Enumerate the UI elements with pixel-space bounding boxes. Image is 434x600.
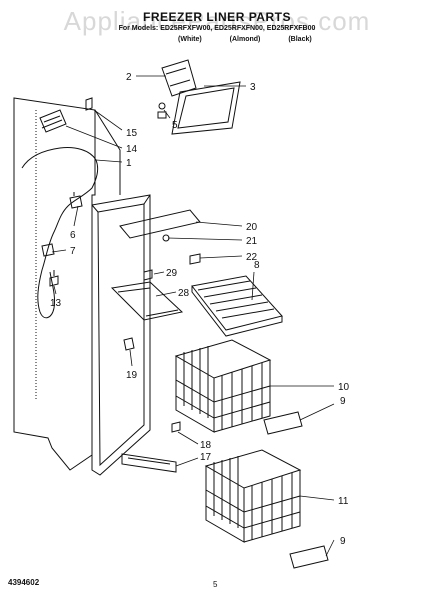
callout-3: 3 <box>250 82 256 93</box>
page-number: 5 <box>213 580 218 589</box>
frame-part-3 <box>171 81 241 135</box>
callout-2: 2 <box>126 72 132 83</box>
callout-9-lower: 9 <box>340 536 346 547</box>
diagram-title: FREEZER LINER PARTS <box>143 10 291 24</box>
lower-rail-part-17 <box>121 453 177 473</box>
color-black: (Black) <box>288 36 312 43</box>
clip-part-13 <box>49 270 59 287</box>
callout-29: 29 <box>166 268 178 279</box>
wire-basket-part-11 <box>204 449 302 543</box>
model-list: For Models: ED25RFXFW00, ED25RFXFN00, ED… <box>118 25 316 32</box>
callout-22: 22 <box>246 252 258 263</box>
document-number: 4394602 <box>8 578 40 587</box>
color-white: (White) <box>178 36 202 43</box>
callout-13: 13 <box>50 298 62 309</box>
callout-28: 28 <box>178 288 190 299</box>
color-list: (White) (Almond) (Black) <box>178 36 338 43</box>
callout-7: 7 <box>70 246 76 257</box>
screw-part-29 <box>143 269 153 281</box>
label-strip-part-9-lower <box>289 545 329 569</box>
wire-basket-part-10 <box>174 339 272 433</box>
clip-part-5 <box>157 102 167 119</box>
screw-part-18 <box>171 421 181 433</box>
color-almond: (Almond) <box>229 36 261 43</box>
shelf-rail-part-28 <box>110 281 184 321</box>
liner-back-wall <box>91 194 151 476</box>
callout-19: 19 <box>126 370 138 381</box>
callout-21: 21 <box>246 236 258 247</box>
callout-17: 17 <box>200 452 212 463</box>
wire-harness <box>21 147 99 319</box>
callout-15: 15 <box>126 128 138 139</box>
cover-part-20 <box>119 209 201 239</box>
callout-8: 8 <box>254 260 260 271</box>
callout-labels: 1 2 3 5 6 7 8 9 9 10 11 13 14 15 17 18 1… <box>50 72 350 547</box>
callout-6: 6 <box>70 230 76 241</box>
callout-10: 10 <box>338 382 350 393</box>
vent-cover-part-14 <box>39 109 67 133</box>
bracket-part-2 <box>161 59 197 97</box>
freezer-liner-panel <box>13 97 121 471</box>
clip-part-6 <box>69 192 83 209</box>
wire-shelf-part-8 <box>191 275 283 337</box>
callout-9-upper: 9 <box>340 396 346 407</box>
watermark: AppliancePartsPros.com <box>63 6 371 36</box>
clip-part-19 <box>123 337 135 351</box>
screw-part-15 <box>85 97 93 111</box>
callout-14: 14 <box>126 144 138 155</box>
clip-part-22 <box>189 253 201 265</box>
callout-1: 1 <box>126 158 132 169</box>
leader-lines <box>51 75 335 557</box>
callout-11: 11 <box>338 496 349 507</box>
callout-20: 20 <box>246 222 258 233</box>
callout-18: 18 <box>200 440 212 451</box>
clip-part-7 <box>41 243 55 257</box>
callout-5: 5 <box>172 120 178 131</box>
label-strip-part-9-upper <box>263 411 303 435</box>
